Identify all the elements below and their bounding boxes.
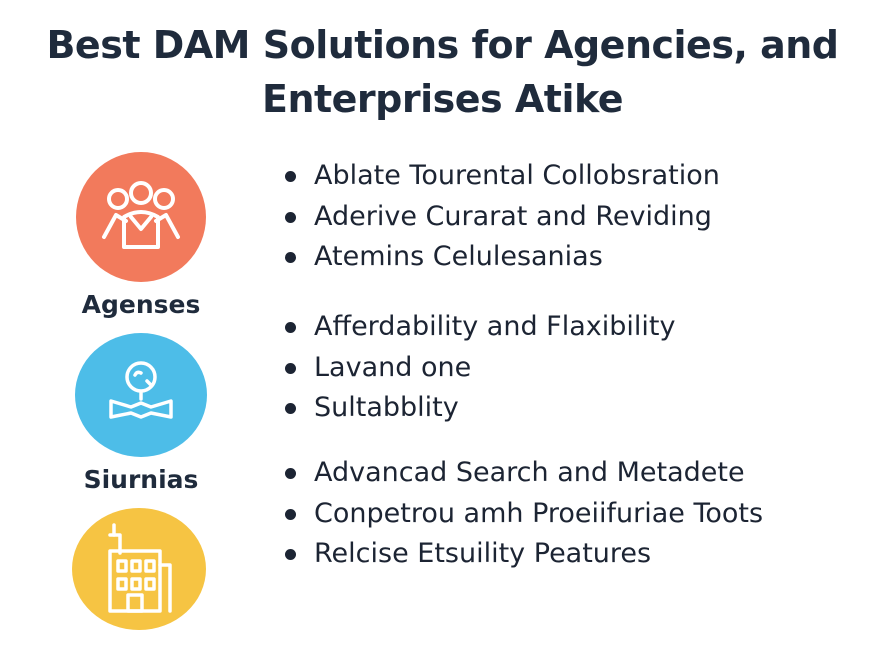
page-title: Best DAM Solutions for Agencies, and Ent… <box>20 18 865 126</box>
list-item: Sultabblity <box>282 388 675 429</box>
enterprise-circle <box>72 508 206 630</box>
list-item: Aderive Curarat and Reviding <box>282 197 720 238</box>
group-label-solutions: Siurnias <box>83 465 199 494</box>
feature-list-search: Advancad Search and Metadete Conpetrou a… <box>282 453 763 575</box>
title-line-2: Enterprises Atike <box>261 77 624 121</box>
list-item: Lavand one <box>282 348 675 389</box>
list-item: Afferdability and Flaxibility <box>282 307 675 348</box>
team-collaboration-icon <box>102 181 180 249</box>
group-label-agencies: Agenses <box>81 290 201 319</box>
title-line-1: Best DAM Solutions for Agencies, and <box>46 23 839 67</box>
feature-list-collaboration: Ablate Tourental Collobsration Aderive C… <box>282 156 720 278</box>
team-circle <box>76 152 206 282</box>
list-item: Atemins Celulesanias <box>282 237 720 278</box>
person-laptop-icon <box>109 361 173 419</box>
list-item: Advancad Search and Metadete <box>282 453 763 494</box>
feature-list-affordability: Afferdability and Flaxibility Lavand one… <box>282 307 675 429</box>
list-item: Conpetrou amh Proeiifuriae Toots <box>282 494 763 535</box>
building-icon <box>108 523 172 613</box>
list-item: Ablate Tourental Collobsration <box>282 156 720 197</box>
list-item: Relcise Etsuility Peatures <box>282 534 763 575</box>
individual-circle <box>75 333 207 457</box>
